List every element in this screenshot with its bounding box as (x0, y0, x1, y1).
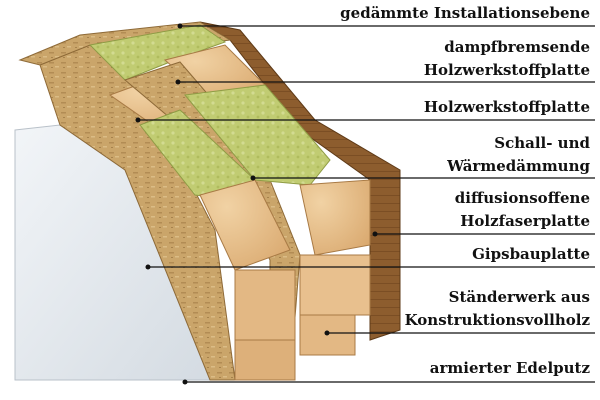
leader-dot-fiberboard (372, 231, 378, 237)
label-render: armierter Edelputz (430, 357, 590, 380)
leader-dot-wood-board (135, 117, 141, 123)
leader-dot-timber (324, 330, 330, 336)
leader-dot-installation (177, 23, 183, 29)
label-insulation: Schall- und Wärmedämmung (447, 132, 590, 178)
lower-timber-block-4 (299, 254, 371, 316)
leader-dot-gypsum (145, 264, 151, 270)
label-insulation-line-2: Wärmedämmung (447, 157, 590, 175)
label-gypsum-board-line-1: Gipsbauplatte (472, 245, 590, 263)
label-installation-layer: gedämmte Installationsebene (340, 2, 590, 25)
label-timber-frame: Ständerwerk aus Konstruktionsvollholz (405, 286, 590, 332)
bottom-timber-block (234, 339, 296, 381)
label-fiberboard: diffusionsoffene Holzfaserplatte (455, 187, 590, 233)
label-wood-board: Holzwerkstoffplatte (424, 96, 590, 119)
label-timber-frame-line-2: Konstruktionsvollholz (404, 311, 590, 329)
label-insulation-line-1: Schall- und (494, 134, 590, 152)
leader-dot-insulation (250, 175, 256, 181)
main-insulation (184, 84, 331, 186)
label-fiberboard-line-1: diffusionsoffene (454, 189, 590, 207)
leader-dot-vapor-board (175, 79, 181, 85)
label-gypsum-board: Gipsbauplatte (472, 243, 590, 266)
label-vapor-retarder-board-line-1: dampfbremsende (444, 38, 590, 56)
label-wood-board-line-1: Holzwerkstoffplatte (423, 98, 590, 116)
label-timber-frame-line-1: Ständerwerk aus (448, 288, 590, 306)
lower-timber-block-2 (299, 179, 371, 256)
label-fiberboard-line-2: Holzfaserplatte (460, 212, 590, 230)
lower-timber-block-5 (299, 314, 356, 356)
label-installation-layer-line-1: gedämmte Installationsebene (340, 4, 590, 22)
label-render-line-1: armierter Edelputz (429, 359, 590, 377)
lower-timber-block-1 (199, 179, 291, 271)
label-vapor-retarder-board: dampfbremsende Holzwerkstoffplatte (424, 36, 590, 82)
lower-timber-block-3 (234, 269, 296, 341)
leader-dot-render (182, 379, 188, 385)
label-vapor-retarder-board-line-2: Holzwerkstoffplatte (423, 61, 590, 79)
